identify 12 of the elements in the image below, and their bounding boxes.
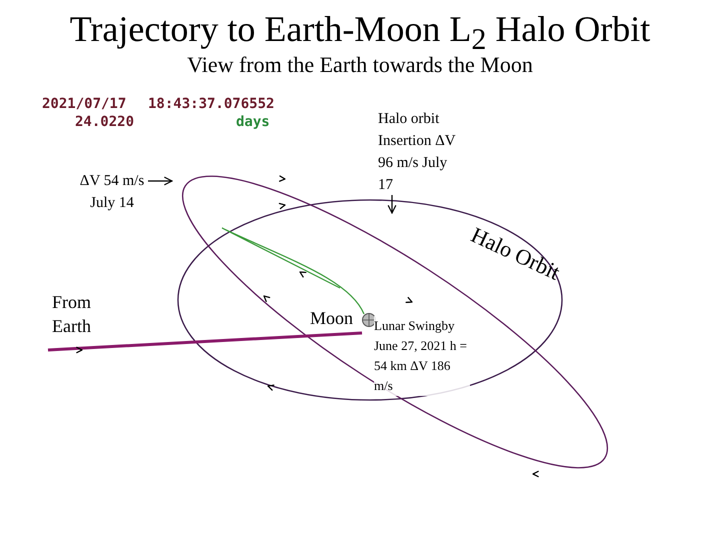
annotation-text: Halo orbit Insertion ΔV 96 m/s July 17 bbox=[378, 108, 464, 196]
elapsed-value: 24.0220 bbox=[75, 114, 134, 130]
orbit-label: Halo Orbit bbox=[467, 222, 564, 286]
time-text: 18:43:37.076552 bbox=[148, 96, 274, 112]
annotation-text: ΔV 54 m/s July 14 bbox=[72, 170, 152, 214]
leader-arrow bbox=[148, 176, 173, 186]
annotation-text: Moon bbox=[310, 308, 354, 329]
unit-text: days bbox=[236, 114, 270, 130]
annotation-text: Lunar Swingby June 27, 2021 h = 54 km ΔV 186 m/s bbox=[374, 316, 470, 396]
place-label: From Earth bbox=[52, 291, 92, 338]
leader-arrow bbox=[388, 195, 396, 214]
date-text: 2021/07/17 bbox=[42, 96, 126, 112]
